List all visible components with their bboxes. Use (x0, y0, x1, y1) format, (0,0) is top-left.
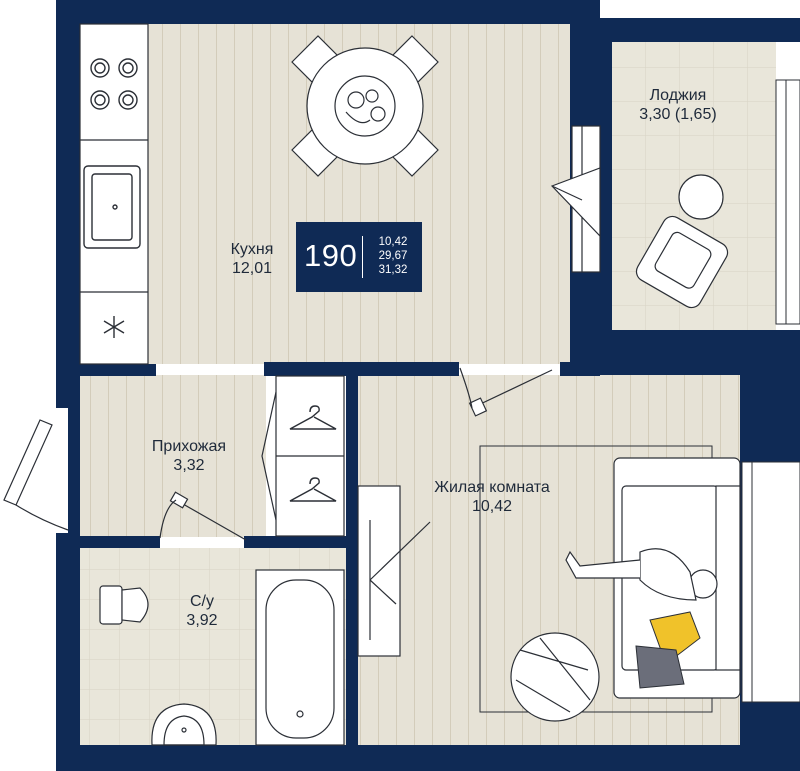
bathroom-label: С/у 3,92 (172, 592, 232, 630)
living-label: Жилая комната 10,42 (414, 478, 570, 516)
sink-icon (83, 165, 141, 249)
living-window (741, 461, 800, 703)
kitchen-door (459, 367, 553, 417)
loggia-table (678, 174, 724, 220)
wall-kitchen-living (560, 362, 600, 376)
kitchen-counter (79, 23, 149, 365)
bathroom-door (159, 491, 247, 541)
tv-cabinet (357, 485, 431, 657)
hallway-area: 3,32 (173, 457, 205, 474)
wardrobe (261, 375, 345, 537)
entrance-door (3, 419, 69, 531)
badge-divider (362, 236, 363, 278)
hallway-label: Прихожая 3,32 (134, 437, 244, 475)
outer-wall-bottom (56, 745, 800, 771)
balcony-door (550, 125, 601, 273)
area-total: 31,32 (378, 264, 408, 276)
wall-entrance-cut (56, 408, 68, 533)
wall-loggia-left (600, 42, 612, 330)
person-on-sofa (565, 548, 718, 601)
round-pouf (510, 632, 600, 722)
washbasin (151, 703, 217, 746)
hallway-name: Прихожая (151, 438, 227, 455)
wall-kitchen-hall (264, 362, 459, 376)
area-living: 10,42 (378, 236, 408, 248)
loggia-area: 3,30 (1,65) (639, 106, 717, 123)
living-name: Жилая комната (434, 479, 550, 496)
dining-table (291, 35, 439, 177)
loggia-label: Лоджия 3,30 (1,65) (618, 86, 738, 124)
loggia-window (775, 79, 800, 325)
area-total-no-loggia: 29,67 (378, 250, 408, 262)
loggia-name: Лоджия (649, 87, 707, 104)
kitchen-label: Кухня 12,01 (212, 240, 292, 278)
kitchen-area: 12,01 (231, 260, 273, 277)
bathroom-area: 3,92 (186, 612, 218, 629)
kitchen-name: Кухня (230, 241, 274, 258)
apartment-areas: 10,42 29,67 31,32 (368, 235, 418, 277)
snowflake-icon (103, 316, 125, 338)
wall-hall-bath-right (244, 536, 346, 548)
wall-hall-living (346, 362, 358, 745)
loggia-wall-top (570, 18, 800, 42)
loggia-armchair (635, 215, 729, 309)
bathroom-name: С/у (190, 593, 214, 610)
wall-hall-bath (80, 536, 160, 548)
apartment-number: 190 (304, 238, 358, 273)
living-area: 10,42 (471, 498, 513, 515)
bathtub (255, 569, 345, 746)
hallway-floor (80, 375, 266, 537)
pillows (635, 611, 701, 689)
stove-icon (90, 58, 138, 110)
apartment-badge: 190 10,42 29,67 31,32 (296, 222, 422, 292)
outer-wall-top (56, 0, 600, 24)
toilet (99, 585, 149, 625)
wall-kitchen-hall-left (80, 364, 156, 376)
outer-wall-left (56, 0, 80, 771)
hanger-icon (289, 405, 337, 502)
